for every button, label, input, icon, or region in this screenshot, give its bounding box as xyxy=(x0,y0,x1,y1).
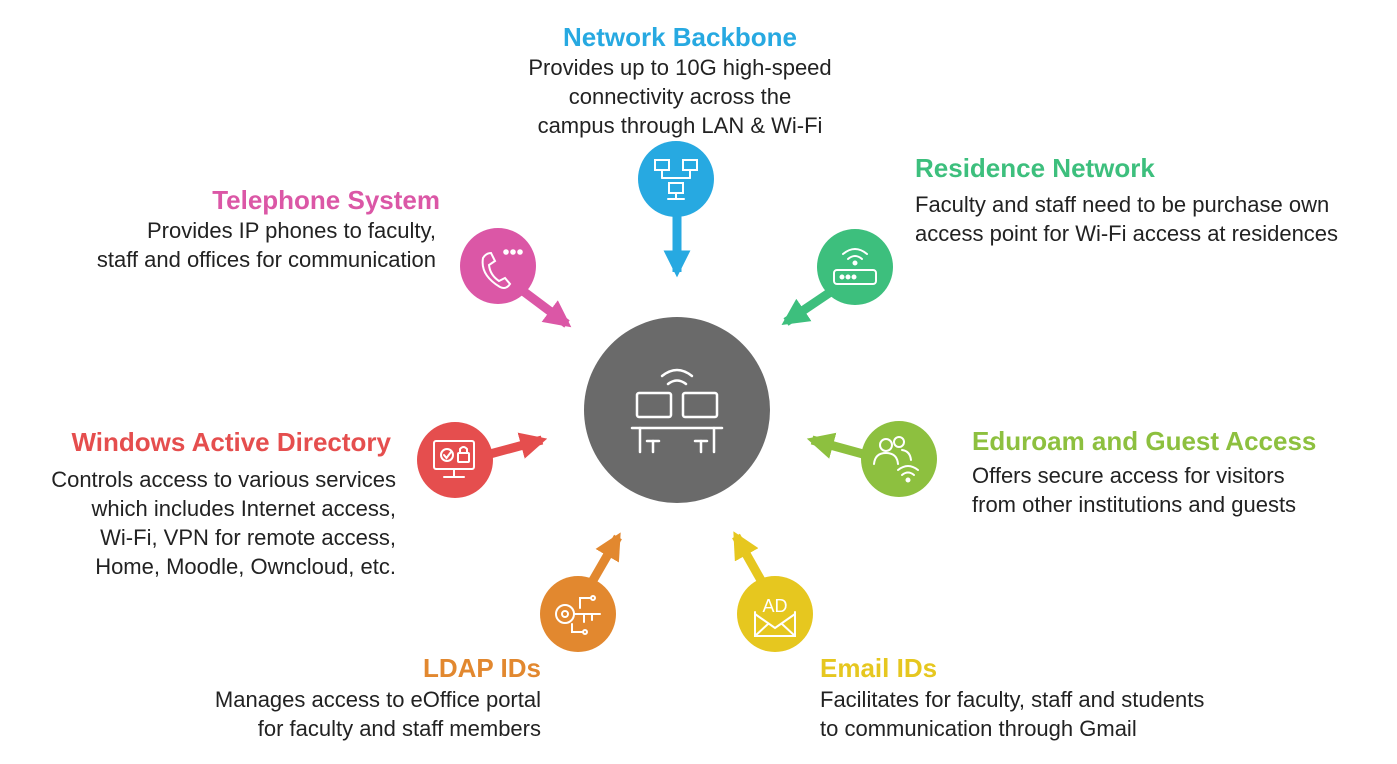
arrow-eduroam xyxy=(806,432,865,459)
node-email: AD xyxy=(737,576,813,652)
telephone-desc: Provides IP phones to faculty, staff and… xyxy=(96,218,436,272)
windows-ad-title: Windows Active Directory xyxy=(71,427,391,457)
eduroam-desc: Offers secure access for visitors from o… xyxy=(972,463,1297,517)
arrow-email xyxy=(732,531,766,585)
arrow-ldap xyxy=(588,532,622,585)
network-backbone-title: Network Backbone xyxy=(562,22,798,52)
ldap-title: LDAP IDs xyxy=(423,653,541,683)
node-telephone xyxy=(460,228,536,304)
network-nodes-icon xyxy=(654,159,698,200)
node-network-backbone xyxy=(638,141,714,217)
users-wifi-icon xyxy=(873,436,919,483)
wifi-router-icon xyxy=(833,248,877,285)
node-ldap xyxy=(540,576,616,652)
residence-network-desc: Faculty and staff need to be purchase ow… xyxy=(915,192,1339,246)
arrow-telephone xyxy=(520,287,572,328)
central-hub xyxy=(584,317,770,503)
network-backbone-desc: Provides up to 10G high-speed connectivi… xyxy=(528,55,832,138)
email-icon-label: AD xyxy=(762,596,787,616)
residence-network-title: Residence Network xyxy=(915,153,1155,183)
workstation-desks-icon xyxy=(630,368,724,454)
telephone-title: Telephone System xyxy=(212,185,440,215)
email-title: Email IDs xyxy=(820,653,938,683)
email-envelope-icon: AD xyxy=(754,596,796,637)
windows-ad-desc: Controls access to various services whic… xyxy=(51,467,396,579)
arrow-residence-network xyxy=(781,287,835,326)
node-eduroam xyxy=(861,421,937,497)
ldap-desc: Manages access to eOffice portal for fac… xyxy=(214,687,541,741)
circuit-key-icon xyxy=(555,595,601,635)
phone-icon xyxy=(481,249,523,289)
eduroam-title: Eduroam and Guest Access xyxy=(972,426,1317,456)
arrow-windows-ad xyxy=(488,432,548,459)
email-desc: Facilitates for faculty, staff and stude… xyxy=(820,687,1205,741)
secure-monitor-icon xyxy=(433,440,475,478)
node-windows-ad xyxy=(417,422,493,498)
node-residence-network xyxy=(817,229,893,305)
